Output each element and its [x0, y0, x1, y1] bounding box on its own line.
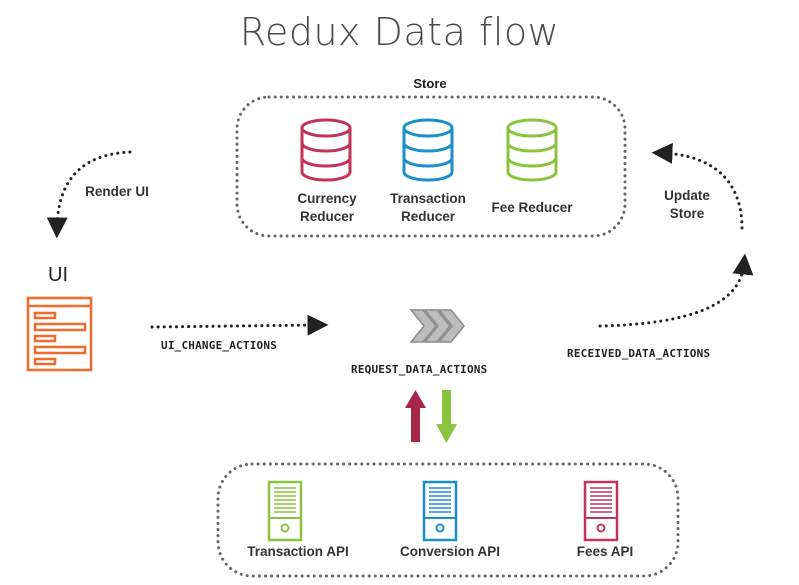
store-label: Store	[413, 76, 447, 91]
transaction-api-label: Transaction API	[247, 544, 349, 559]
update-store-arrow	[651, 142, 744, 230]
render-ui-label: Render UI	[85, 184, 149, 199]
server-icon	[422, 480, 458, 542]
request-data-actions-label: REQUEST_DATA_ACTIONS	[351, 363, 488, 376]
transaction-reducer-label: Transaction Reducer	[390, 191, 466, 224]
down-arrow-icon	[436, 390, 457, 443]
ui-label: UI	[48, 264, 68, 286]
fee-reducer-label: Fee Reducer	[491, 200, 573, 215]
conversion-api-label: Conversion API	[399, 544, 501, 559]
up-arrow-icon	[405, 390, 426, 442]
ui-change-actions-arrow	[150, 314, 329, 336]
database-icon	[300, 118, 352, 182]
received-data-actions-arrow	[598, 253, 754, 328]
database-icon	[402, 118, 454, 182]
window-icon	[26, 296, 93, 372]
server-icon	[267, 480, 303, 542]
render-ui-arrow	[46, 150, 132, 239]
update-store-label: Update Store	[664, 188, 710, 221]
received-data-actions-label: RECEIVED_DATA_ACTIONS	[567, 347, 711, 360]
chevrons-icon	[409, 309, 465, 343]
server-icon	[583, 480, 619, 542]
ui-change-actions-label: UI_CHANGE_ACTIONS	[161, 339, 277, 352]
currency-reducer-label: Currency Reducer	[297, 191, 357, 224]
api-container	[216, 462, 680, 578]
page-title: Redux Data flow	[239, 10, 560, 54]
fees-api-label: Fees API	[576, 544, 634, 559]
database-icon	[506, 118, 558, 182]
